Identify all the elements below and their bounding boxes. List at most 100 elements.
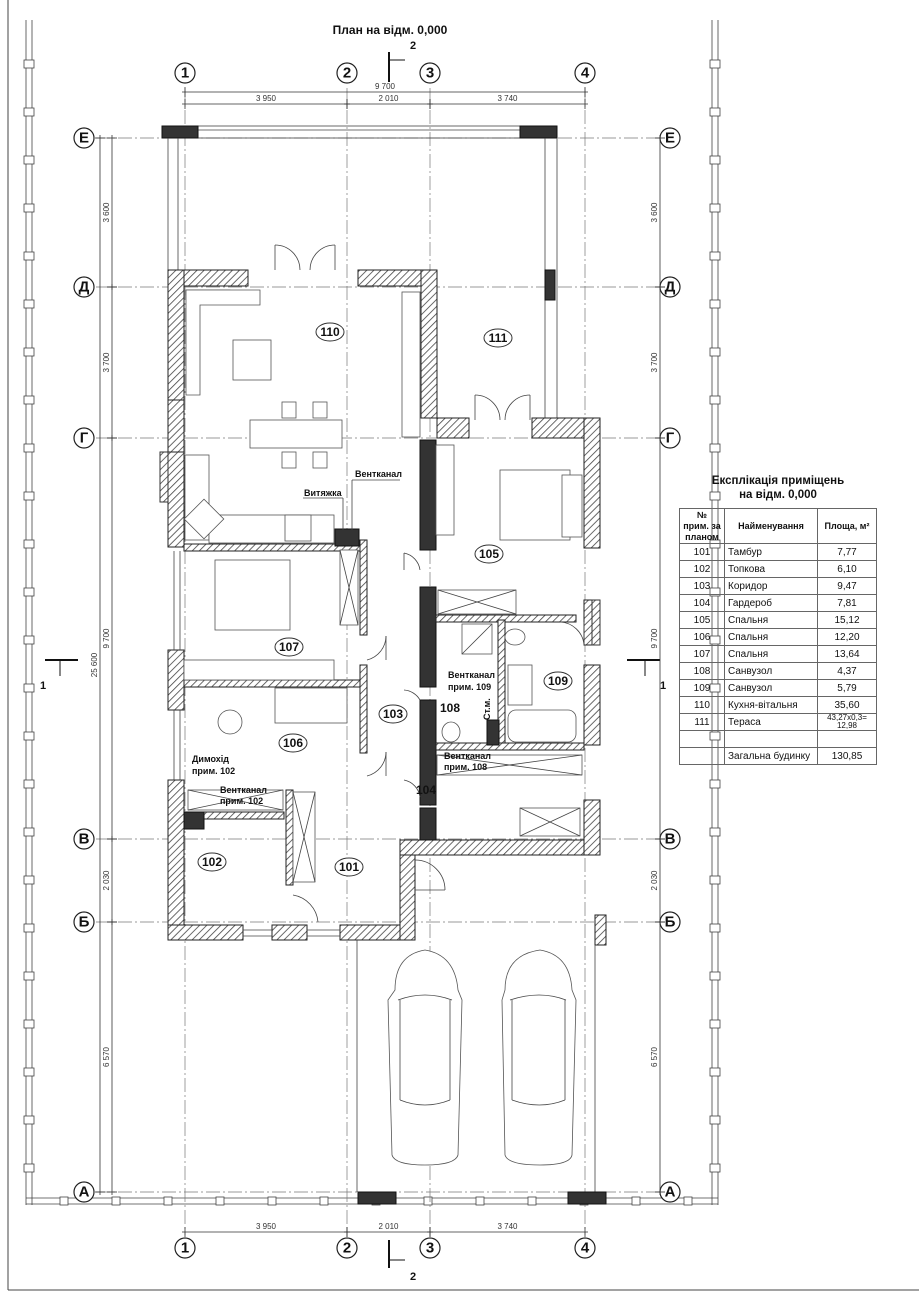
svg-text:1: 1 [660,680,666,692]
axis-row-5: А [659,1181,681,1203]
svg-text:прим. 102: прим. 102 [192,766,235,776]
total-label: Загальна будинку [724,747,818,765]
svg-text:102: 102 [202,855,222,869]
svg-text:Г: Г [666,430,675,447]
cell-number: 111 [679,713,725,731]
svg-text:Б: Б [665,914,676,931]
note-vent102: Вентканал [220,785,267,795]
dim-left-total: 25 600 [90,652,99,677]
total-value: 130,85 [817,747,877,765]
axis-row-2: Г [73,427,95,449]
annotations: Вентканал Витяжка Вентканал прим. 109 Ве… [192,469,495,806]
svg-text:3: 3 [426,65,434,82]
dim-left-row: 3 600 [102,202,111,223]
svg-text:105: 105 [479,547,499,561]
dim-left-row: 6 570 [102,1046,111,1067]
svg-text:прим. 108: прим. 108 [444,762,487,772]
svg-text:109: 109 [548,674,568,688]
svg-text:2: 2 [410,40,416,52]
cell-number: 102 [679,560,725,578]
axis-row-5: А [73,1181,95,1203]
note-vent108: Вентканал [444,751,491,761]
room-108: 108 [440,701,460,715]
cell-area: 7,81 [817,594,877,612]
cell-area: 5,79 [817,679,877,697]
room-111: 111 [483,328,513,348]
cell-area: 13,64 [817,645,877,663]
svg-text:Е: Е [665,130,675,147]
cell-number: 110 [679,696,725,714]
svg-text:111: 111 [489,331,508,345]
schedule-title: Експлікація приміщень на відм. 0,000 [711,475,845,501]
svg-text:1: 1 [181,65,189,82]
room-104: 104 [416,783,436,797]
dim-left-row: 3 700 [102,352,111,373]
axis-col-3: 3 [419,1237,441,1259]
cell-area: 7,77 [817,543,877,561]
section-mark-top: 2 [388,40,416,82]
section-mark-left: 1 [40,659,78,692]
svg-text:А: А [665,1184,676,1201]
dim-left-row: 2 030 [102,870,111,891]
svg-text:2: 2 [343,65,351,82]
dim-bottom-col: 3 950 [256,1222,277,1231]
svg-text:1: 1 [181,1240,189,1257]
svg-text:Г: Г [80,430,89,447]
svg-text:4: 4 [581,1240,590,1257]
cell-number: 104 [679,594,725,612]
svg-text:107: 107 [279,640,299,654]
section-mark-bottom: 2 [388,1240,416,1283]
note-vent109: Вентканал [448,670,495,680]
cell-name: Тамбур [724,543,818,561]
header-number: № прим. за планом [679,508,725,544]
axis-row-0: Е [659,127,681,149]
note-stm: Ст.м. [482,698,492,720]
cell-area: 4,37 [817,662,877,680]
room-102: 102 [197,852,227,872]
svg-text:101: 101 [339,860,359,874]
svg-text:104: 104 [416,783,436,797]
room-schedule: Експлікація приміщень на відм. 0,000 № п… [679,474,877,765]
room-103: 103 [378,704,408,724]
note-ventkanal: Вентканал [355,469,402,479]
svg-text:Б: Б [79,914,90,931]
svg-text:Д: Д [665,279,676,296]
svg-text:103: 103 [383,707,403,721]
svg-text:прим. 102: прим. 102 [220,796,263,806]
cell-name: Санвузол [724,679,818,697]
room-107: 107 [274,637,304,657]
cell-number: 105 [679,611,725,629]
dim-right-row: 6 570 [650,1046,659,1067]
axis-row-3: В [659,828,681,850]
cell-name: Санвузол [724,662,818,680]
svg-text:В: В [79,831,90,848]
svg-text:Е: Е [79,130,89,147]
cell-name: Гардероб [724,594,818,612]
cell-area: 6,10 [817,560,877,578]
plan-title: План на відм. 0,000 [333,23,448,37]
svg-text:В: В [665,831,676,848]
cell-name: Спальня [724,628,818,646]
cell-number: 109 [679,679,725,697]
room-106: 106 [278,733,308,753]
dim-top-col: 3 740 [497,94,518,103]
svg-text:108: 108 [440,701,460,715]
dim-bottom-col: 3 740 [497,1222,518,1231]
dim-left-row: 9 700 [102,628,111,649]
cell-name: Топкова [724,560,818,578]
axis-col-3: 3 [419,62,441,84]
axis-row-1: Д [73,276,95,298]
cell-name: Спальня [724,645,818,663]
axis-row-0: Е [73,127,95,149]
page-frame [7,0,919,1291]
cell-area: 43,27х0,3= 12,98 [817,713,877,731]
